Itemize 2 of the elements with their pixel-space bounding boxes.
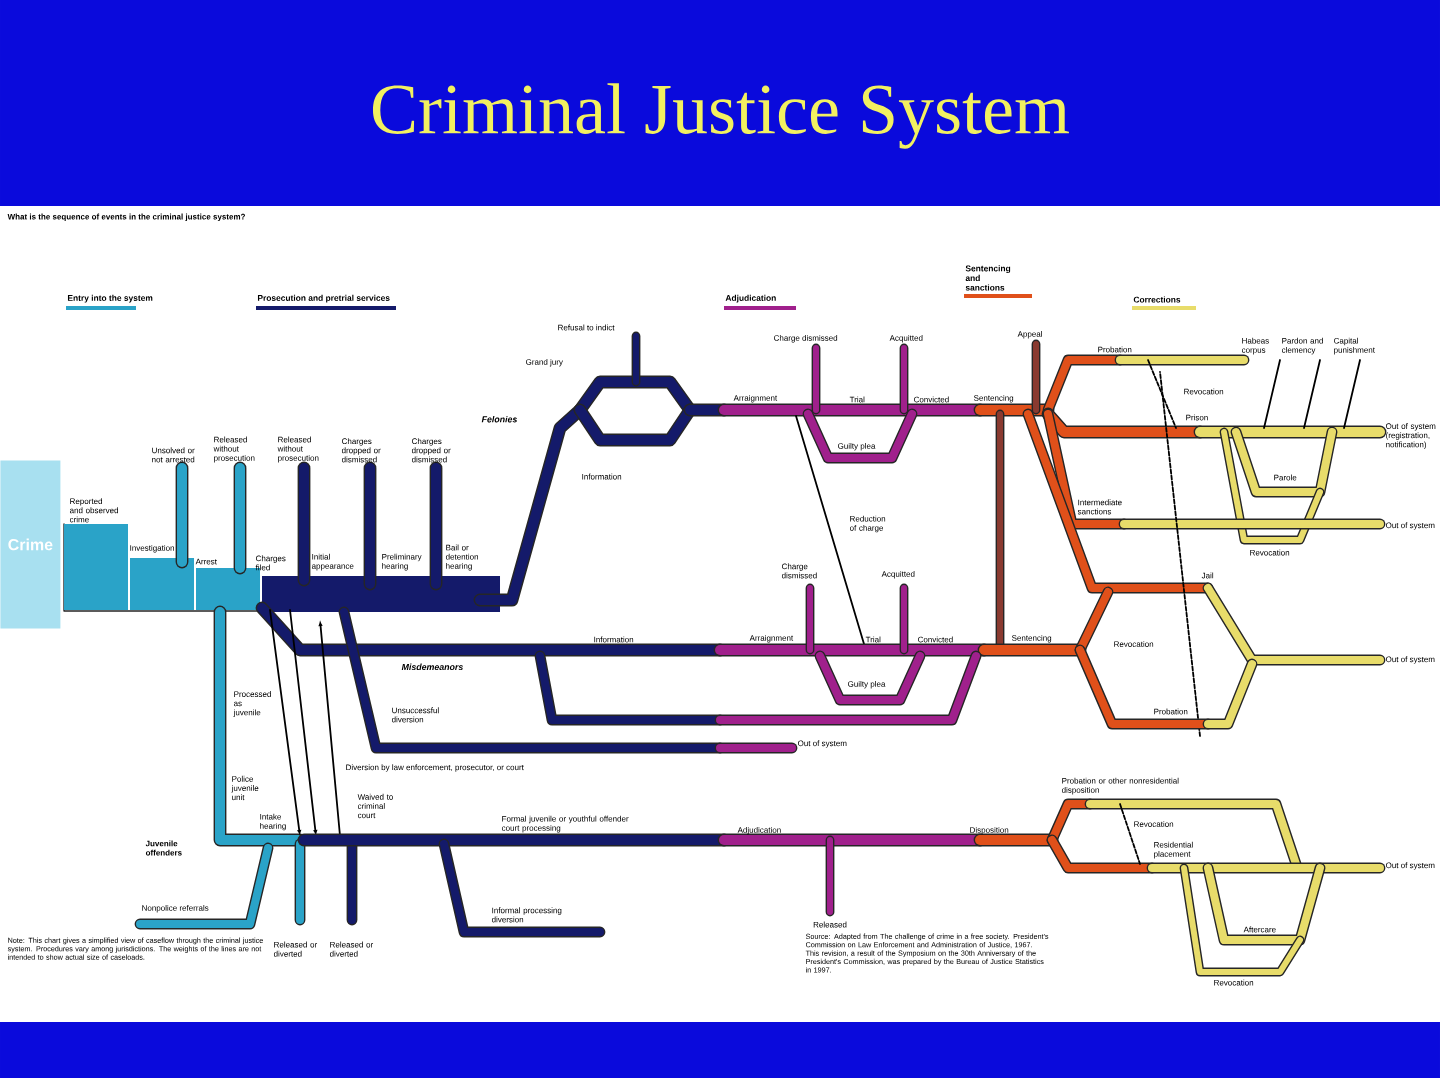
title: Criminal Justice System xyxy=(373,83,1069,149)
crime-box: Crime xyxy=(0,460,61,629)
